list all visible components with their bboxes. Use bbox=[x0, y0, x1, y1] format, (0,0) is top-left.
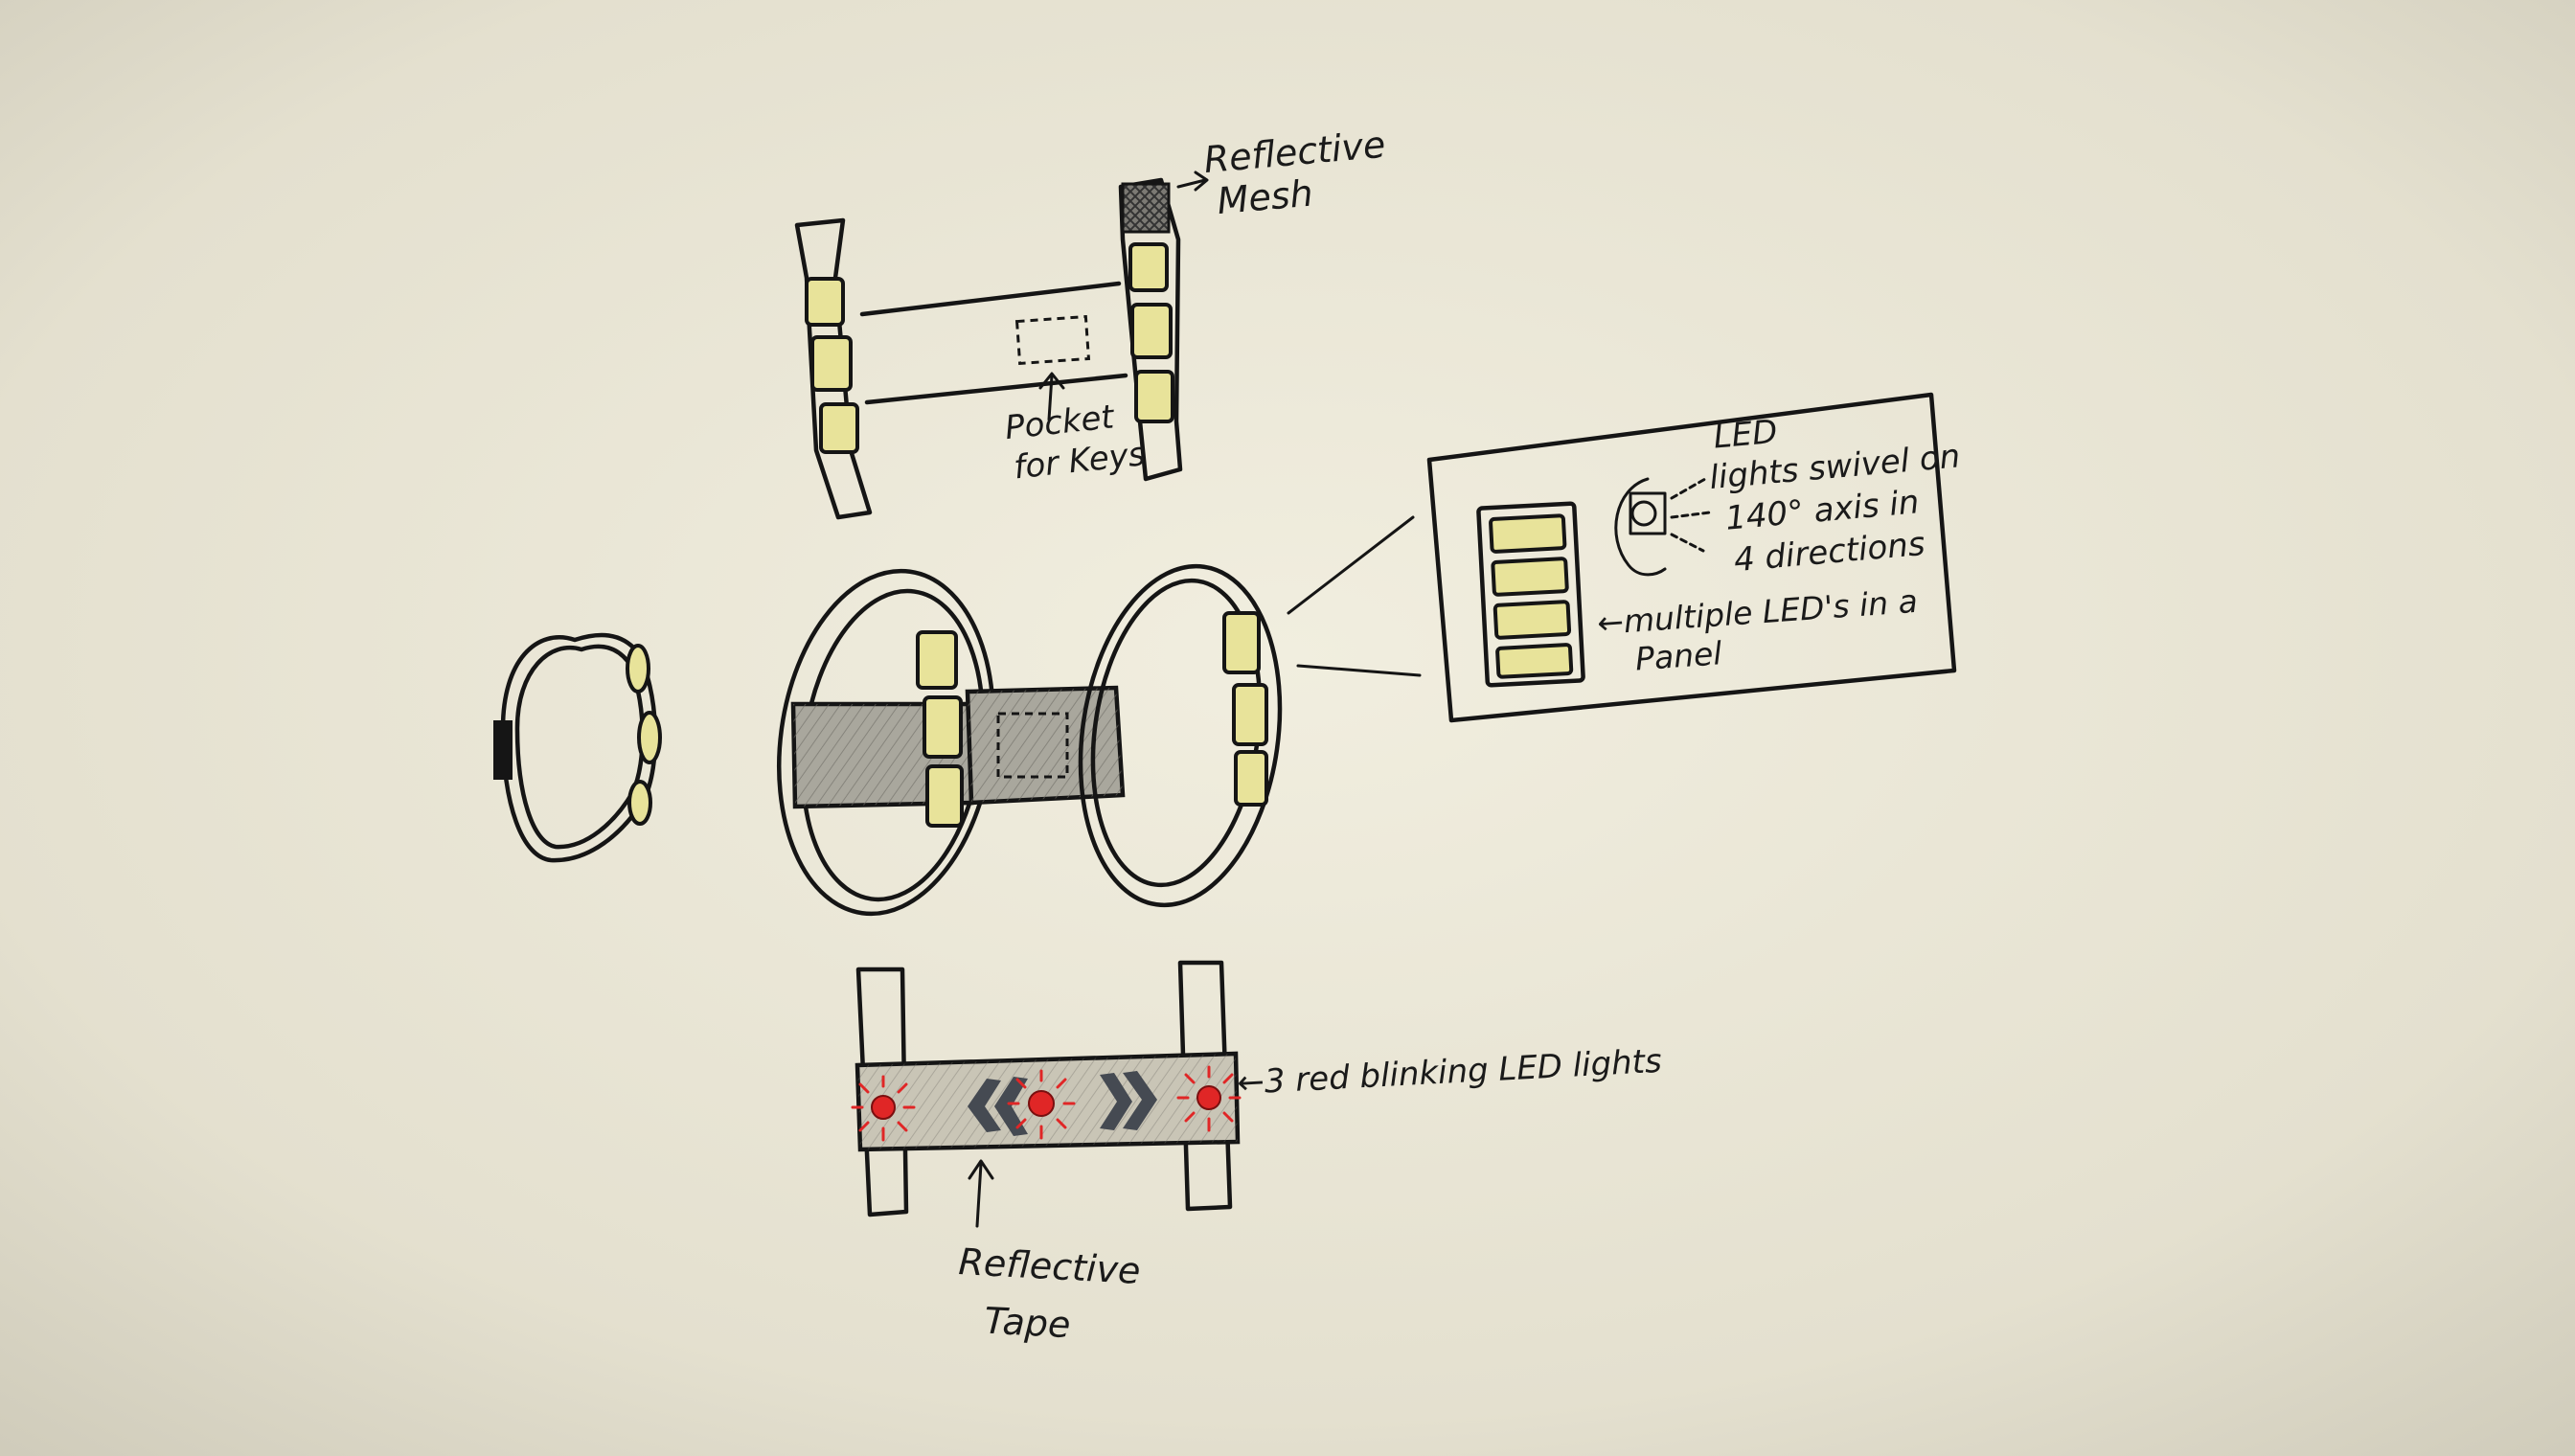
led-pad bbox=[1493, 558, 1567, 595]
led-pad bbox=[812, 337, 851, 390]
led-pad bbox=[1130, 244, 1167, 290]
led-pad bbox=[1495, 602, 1570, 638]
led-pad bbox=[821, 404, 857, 452]
led-pad bbox=[1136, 372, 1173, 421]
red-led-right bbox=[1178, 1067, 1240, 1130]
led-pad bbox=[807, 279, 843, 325]
red-led-center bbox=[1009, 1071, 1074, 1138]
led-pad bbox=[1224, 613, 1259, 672]
led-pad bbox=[1491, 515, 1565, 552]
led-pad bbox=[1234, 685, 1266, 744]
led-pad bbox=[918, 632, 956, 688]
led-pad bbox=[1132, 305, 1171, 357]
red-led-left bbox=[853, 1077, 914, 1140]
led-pad bbox=[1497, 645, 1571, 677]
led-pad bbox=[927, 766, 962, 826]
strap-clasp bbox=[493, 720, 513, 780]
led-pad bbox=[1236, 752, 1266, 805]
led-pad bbox=[924, 697, 961, 757]
